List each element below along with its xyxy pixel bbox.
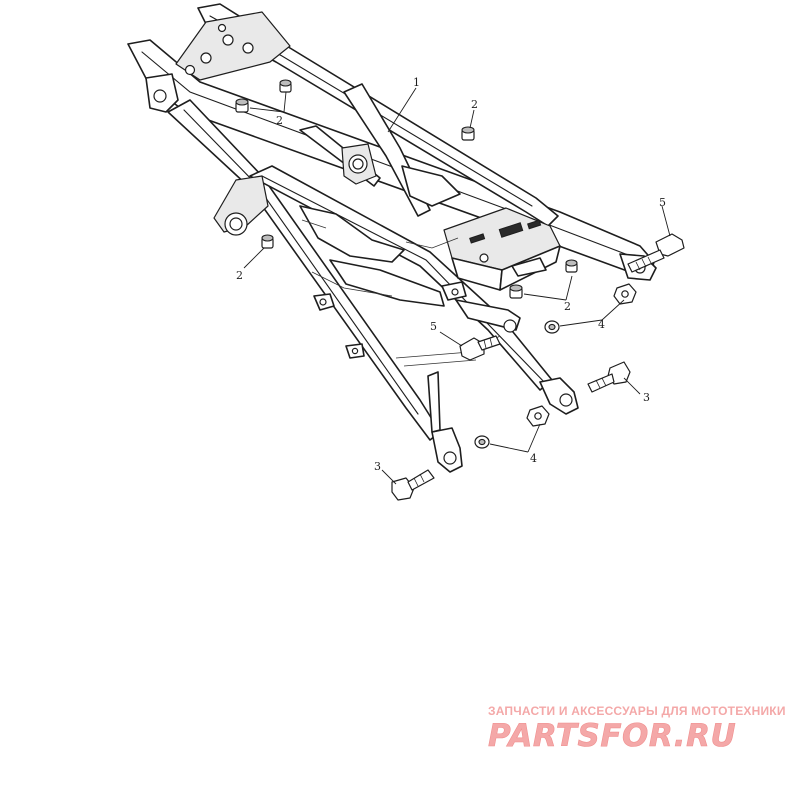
rivnut-2-top-center: [279, 79, 292, 93]
callout-3-left: 3: [374, 460, 381, 473]
flange-bolt-5-center: [459, 335, 501, 361]
rear-subframe: [127, 3, 657, 473]
callout-3-right: 3: [643, 391, 650, 404]
flange-bolt-3-right: [587, 361, 631, 393]
callout-4-lower: 4: [530, 452, 537, 465]
flange-bolt-3-left: [391, 469, 435, 501]
callout-2-center: 2: [564, 300, 571, 313]
washer-4-upper: [544, 320, 560, 334]
rivnut-2-right: [461, 126, 475, 141]
rivnut-2-mid-upper: [565, 259, 578, 273]
callout-2-top-left: 2: [276, 114, 283, 127]
callout-2-right: 2: [471, 98, 478, 111]
callout-5-center: 5: [430, 320, 437, 333]
flange-nut-4-lower: [526, 405, 550, 427]
callout-1: 1: [413, 76, 420, 89]
rivnut-2-mid-lower: [509, 284, 523, 299]
flange-bolt-5-right: [627, 233, 685, 273]
callout-4-upper: 4: [598, 318, 605, 331]
washer-4-lower: [474, 435, 490, 449]
watermark-tagline: ЗАПЧАСТИ И АКСЕССУАРЫ ДЛЯ МОТОТЕХНИКИ: [488, 704, 786, 718]
rivnut-2-top-left: [235, 98, 249, 113]
callout-2-left: 2: [236, 269, 243, 282]
rivnut-2-left: [261, 234, 274, 249]
callout-5-right: 5: [659, 196, 666, 209]
leader-lines: [243, 87, 671, 485]
flange-nut-4-upper: [613, 283, 637, 305]
watermark-logo: PARTSFOR.RU: [488, 718, 737, 755]
watermark: ЗАПЧАСТИ И АКСЕССУАРЫ ДЛЯ МОТОТЕХНИКИ PA…: [478, 704, 794, 760]
